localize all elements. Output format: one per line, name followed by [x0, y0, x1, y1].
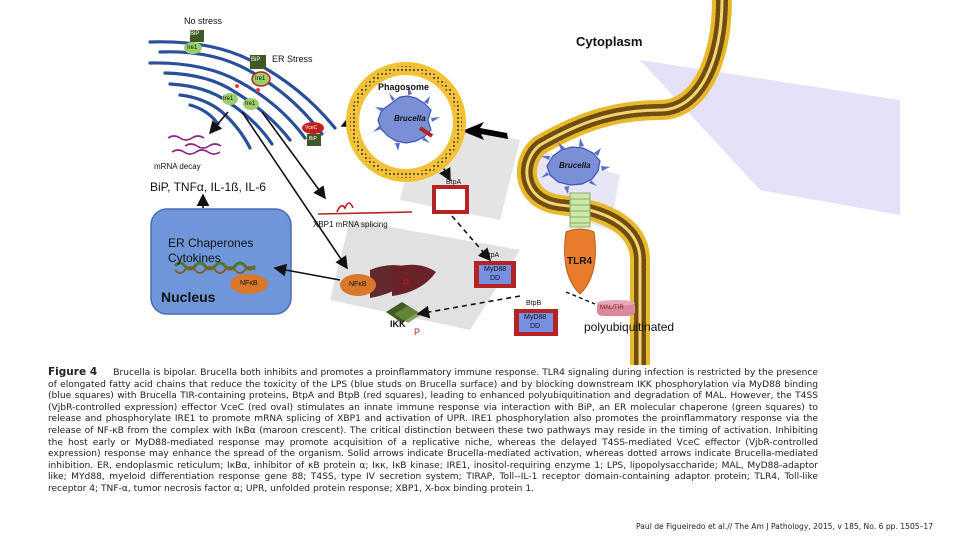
er-stress-label: ER Stress — [272, 54, 313, 64]
plasma-membrane — [517, 0, 732, 365]
brucella-in-phagosome — [373, 86, 440, 151]
no-stress-label: No stress — [184, 16, 223, 26]
nucleus — [150, 208, 292, 315]
ire1-label-3: Ire1 — [223, 96, 234, 102]
er-chaperones-label: ER Chaperones — [168, 236, 254, 250]
ikk-complex — [386, 302, 422, 323]
ire1-label-1: Ire1 — [187, 45, 198, 51]
mal-tir-label: MAL/TIR — [600, 305, 624, 311]
ikk-label: IKK — [390, 319, 406, 329]
xbp1-splicing-label: XBP1 mRNA splicing — [313, 220, 388, 229]
bip-ire1-complex-no-stress — [184, 30, 204, 54]
tlr4-label: TLR4 — [567, 256, 592, 267]
btpa-label-1: BtpA — [446, 179, 462, 186]
myd88-label-2: MyD88 — [524, 314, 547, 321]
btpb-label: BtpB — [526, 300, 542, 307]
myd88-btpb-box — [514, 309, 558, 336]
myd88-btpa-box — [474, 261, 516, 288]
bip-label-2: BiP — [251, 57, 261, 63]
mrna-decay-fragments — [167, 135, 222, 155]
ire1-label-4: Ire1 — [245, 101, 256, 107]
internalization-arrow — [462, 122, 508, 140]
brucella-label-2: Brucella — [559, 161, 591, 170]
cytokine-list-label: BiP, TNFα, IL-1ß, IL-6 — [150, 180, 266, 194]
cytokines-label: Cytokines — [168, 251, 221, 265]
nfkb-cytoplasm-label: NFκB — [349, 281, 367, 288]
nfkb-ikb-complex — [340, 264, 436, 298]
mal-tir-dash — [565, 291, 596, 305]
vcec-label: VceC — [305, 125, 318, 131]
figure-number: Figure 4 — [48, 366, 98, 378]
figure-diagram — [148, 0, 900, 365]
brucella-label-1: Brucella — [394, 114, 426, 123]
bip-label-1: BiP — [190, 31, 200, 37]
nfkb-nucleus-label: NFκB — [240, 280, 258, 287]
brucella-extracellular — [541, 138, 610, 194]
dd-label-2: DD — [530, 323, 541, 330]
er-membrane — [148, 40, 337, 150]
dd-label-1: DD — [490, 275, 501, 282]
mrna-decay-label: mRNA decay — [154, 162, 201, 171]
phospho-label-1: P — [403, 278, 410, 288]
vcec-bip — [302, 122, 324, 146]
phospho-label-2: P — [414, 327, 421, 337]
caption-text: Brucella is bipolar. Brucella both inhib… — [48, 368, 818, 494]
tlr4-receptor — [564, 192, 596, 295]
xbp1-mrna — [317, 202, 413, 215]
btpa-box-1 — [432, 185, 469, 214]
nucleus-label: Nucleus — [161, 289, 216, 305]
bip-ire1-complex-er-stress — [222, 55, 271, 110]
btpa-label-2: BtpA — [484, 252, 500, 259]
bip-label-3: BiP — [309, 136, 317, 142]
mal-tir — [597, 300, 635, 316]
cytoplasm-label: Cytoplasm — [576, 34, 643, 49]
solid-arrows — [196, 111, 348, 281]
citation: Paul de Figueiredo et al.// The Am J Pat… — [636, 522, 934, 531]
phagosome-label: Phagosome — [378, 82, 430, 92]
phagosome — [346, 62, 466, 182]
polyubiquitinated-label: polyubiquitinated — [584, 320, 675, 334]
myd88-label-1: MyD88 — [484, 266, 507, 273]
ire1-label-2: Ire1 — [255, 76, 266, 82]
